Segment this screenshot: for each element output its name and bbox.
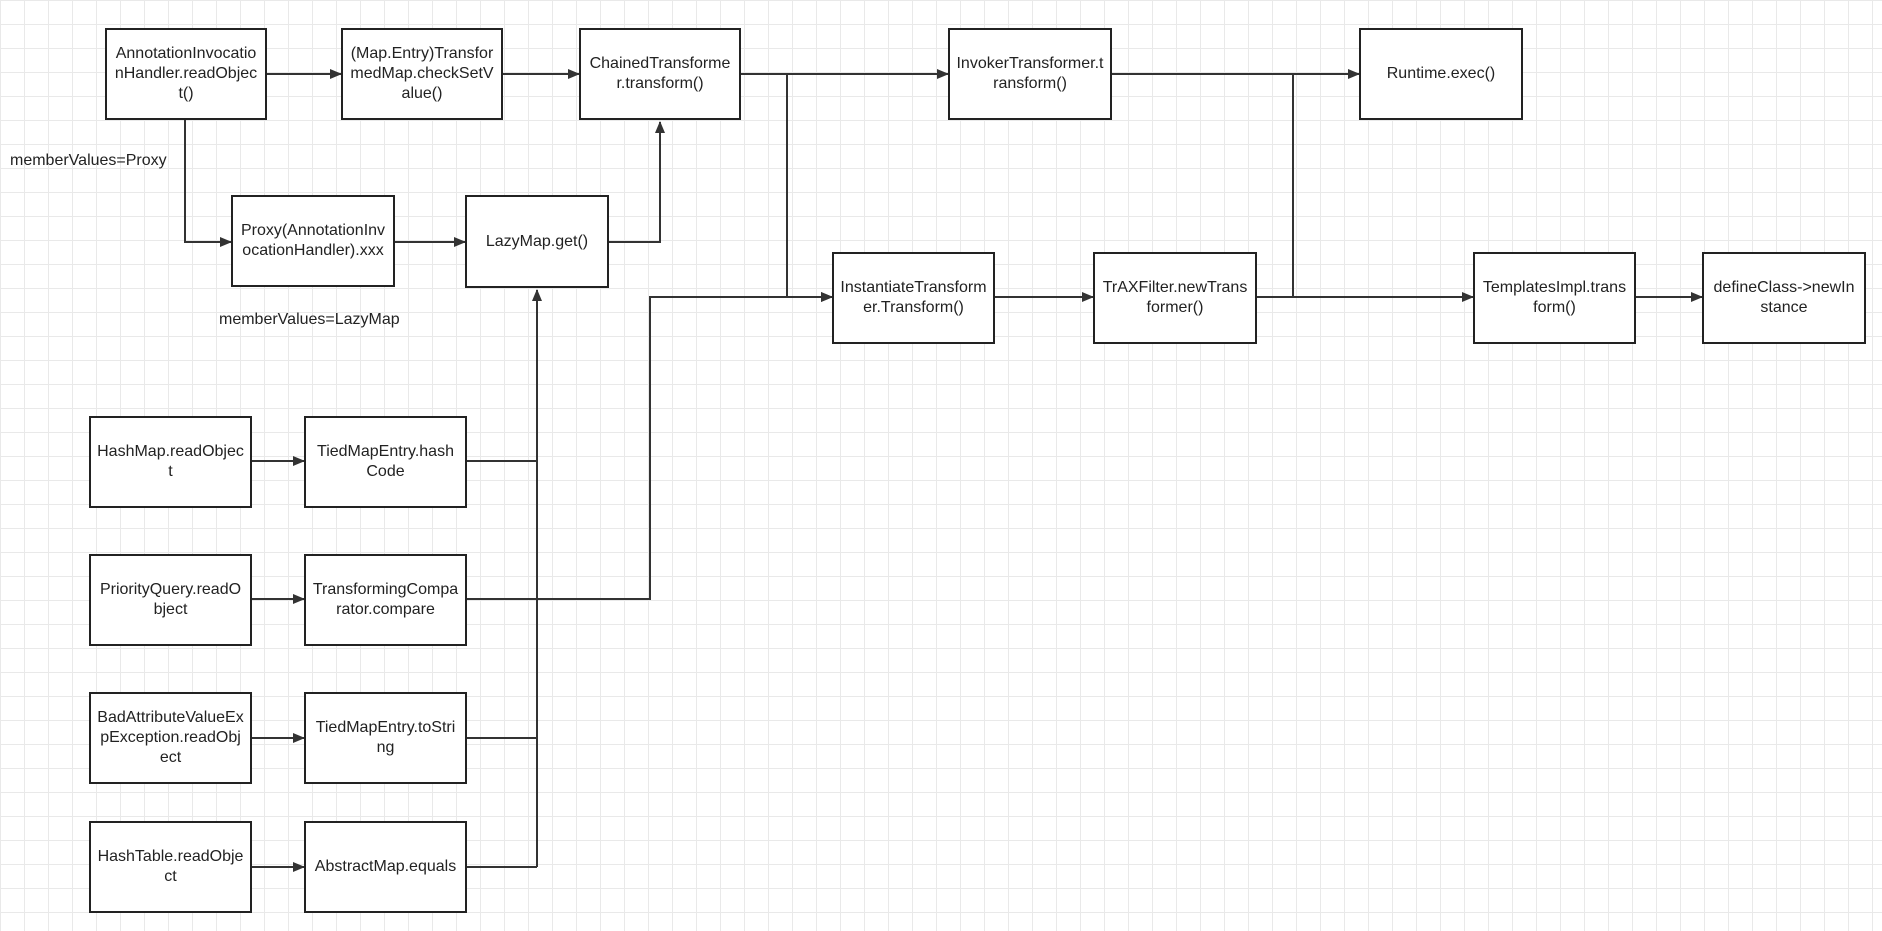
node-invoker-transform[interactable]: InvokerTransformer.transform() <box>948 28 1112 120</box>
node-tiedmapentry-hashcode[interactable]: TiedMapEntry.hashCode <box>304 416 467 508</box>
node-hashmap-readobject[interactable]: HashMap.readObject <box>89 416 252 508</box>
node-instantiate-transform[interactable]: InstantiateTransformer.Transform() <box>832 252 995 344</box>
node-runtime-exec[interactable]: Runtime.exec() <box>1359 28 1523 120</box>
node-lazymap-get[interactable]: LazyMap.get() <box>465 195 609 288</box>
edge-chained-to-instantiate <box>786 74 833 302</box>
node-traxfilter-newtransformer[interactable]: TrAXFilter.newTransformer() <box>1093 252 1257 344</box>
edge-comparator-to-instantiate <box>467 292 833 600</box>
node-chained-transform[interactable]: ChainedTransformer.transform() <box>579 28 741 120</box>
node-transformedmap-checksetvalue[interactable]: (Map.Entry)TransformedMap.checkSetValue(… <box>341 28 503 120</box>
node-templatesimpl-transform[interactable]: TemplatesImpl.transform() <box>1473 252 1636 344</box>
edge-lazymap-to-chained <box>609 121 665 243</box>
node-defineclass-newinstance[interactable]: defineClass->newInstance <box>1702 252 1866 344</box>
label-membervalues-lazymap: memberValues=LazyMap <box>219 311 400 328</box>
node-tiedmapentry-tostring[interactable]: TiedMapEntry.toString <box>304 692 467 784</box>
node-annotation-readobject[interactable]: AnnotationInvocationHandler.readObject() <box>105 28 267 120</box>
node-priorityquery-readobject[interactable]: PriorityQuery.readObject <box>89 554 252 646</box>
label-membervalues-proxy: memberValues=Proxy <box>10 152 167 169</box>
node-hashtable-readobject[interactable]: HashTable.readObject <box>89 821 252 913</box>
node-transformingcomparator-compare[interactable]: TransformingComparator.compare <box>304 554 467 646</box>
edge-annotation-to-proxy <box>184 120 232 247</box>
node-abstractmap-equals[interactable]: AbstractMap.equals <box>304 821 467 913</box>
node-badattribute-readobject[interactable]: BadAttributeValueExpException.readObject <box>89 692 252 784</box>
node-proxy-handler[interactable]: Proxy(AnnotationInvocationHandler).xxx <box>231 195 395 287</box>
